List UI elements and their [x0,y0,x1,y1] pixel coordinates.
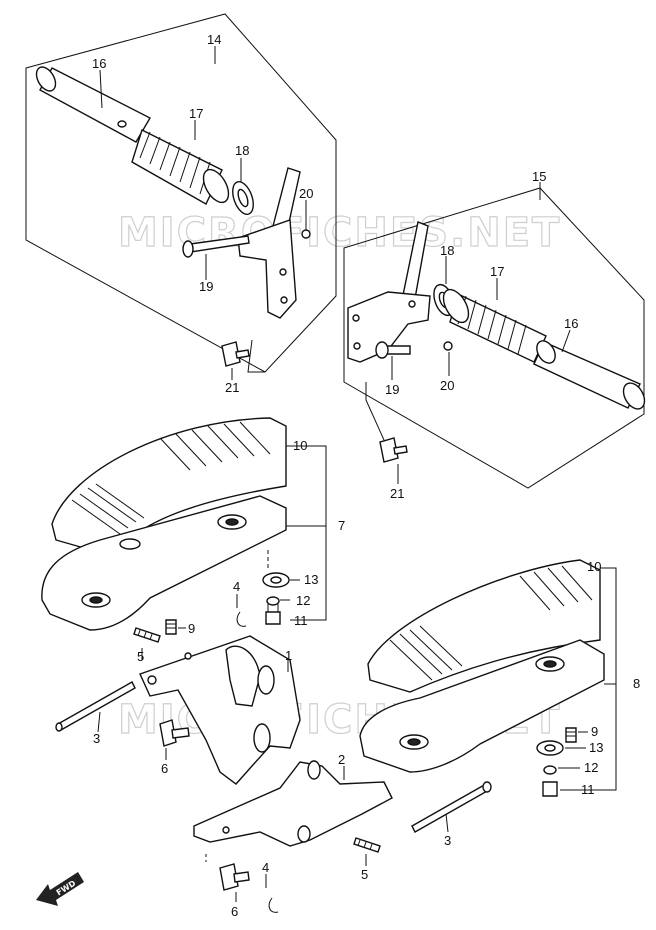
label-4b: 4 [262,860,269,875]
part-17-grip-b [442,288,547,363]
label-18a: 18 [235,143,249,158]
part-17-grip [131,129,230,205]
label-5a: 5 [137,649,144,664]
part-1-bracket [139,635,301,785]
part-9-bolt [165,619,177,635]
label-13b: 13 [589,740,603,755]
label-12a: 12 [296,593,310,608]
label-16b: 16 [564,316,578,331]
part-16-shaft [35,66,151,143]
label-3b: 3 [444,833,451,848]
label-9b: 9 [591,724,598,739]
label-6a: 6 [161,761,168,776]
label-20a: 20 [299,186,313,201]
part-19-pin [182,235,250,258]
part-5-spring [133,627,161,643]
part-12-collar [266,596,280,606]
label-15: 15 [532,169,546,184]
part-4-clip [236,611,247,627]
part-9-bolt-b [565,727,577,743]
part-7-floor-plate [41,495,287,631]
part-4-clip-b [268,897,279,913]
label-10b: 10 [587,559,601,574]
label-21b: 21 [390,486,404,501]
assembly-14-outline [25,13,337,373]
label-11b: 11 [581,782,595,797]
label-9a: 9 [188,621,195,636]
label-17b: 17 [490,264,504,279]
part-6-bolt [159,719,190,747]
fwd-arrow-icon: FWD [36,872,84,906]
footpeg-bracket-right [347,221,431,363]
part-6-bolt-b [219,863,250,891]
label-4a: 4 [233,579,240,594]
left-floorboard-group [41,417,327,660]
part-13-washer-b [536,740,564,756]
label-12b: 12 [584,760,598,775]
part-labels: 14 16 17 18 20 19 21 15 18 17 16 19 20 2… [92,32,640,919]
footpeg-bracket-left [237,167,301,319]
label-13a: 13 [304,572,318,587]
part-19-pin-b [375,341,411,359]
label-16a: 16 [92,56,106,71]
label-19b: 19 [385,382,399,397]
label-18b: 18 [440,243,454,258]
part-2-bracket [193,760,393,847]
label-1: 1 [285,648,292,663]
right-floorboard-group [359,559,617,797]
label-14: 14 [207,32,221,47]
label-20b: 20 [440,378,454,393]
part-21-bolt-b [379,437,408,463]
label-11a: 11 [294,613,308,628]
part-18-washer [232,181,254,215]
label-21a: 21 [225,380,239,395]
part-16-shaft-b [533,340,646,410]
part-20-clip [301,229,311,239]
label-10a: 10 [293,438,307,453]
label-7: 7 [338,518,345,533]
label-6b: 6 [231,904,238,919]
label-19a: 19 [199,279,213,294]
part-21-bolt [221,341,250,367]
label-2: 2 [338,752,345,767]
assembly-14-group [25,13,337,380]
part-11-bolt [265,604,281,625]
label-17a: 17 [189,106,203,121]
part-8-floor-plate [359,639,605,773]
part-3-rod [55,681,136,732]
label-8: 8 [633,676,640,691]
part-3-rod-b [411,781,492,833]
part-13-washer [262,572,290,588]
label-3a: 3 [93,731,100,746]
part-20-clip-b [443,341,453,351]
part-11-bolt-b [542,781,558,797]
part-5-spring-b [353,837,381,853]
part-12-collar-b [543,765,557,775]
part-10-rubber-pad-b [367,559,601,693]
assembly-15-group [343,182,646,489]
label-5b: 5 [361,867,368,882]
